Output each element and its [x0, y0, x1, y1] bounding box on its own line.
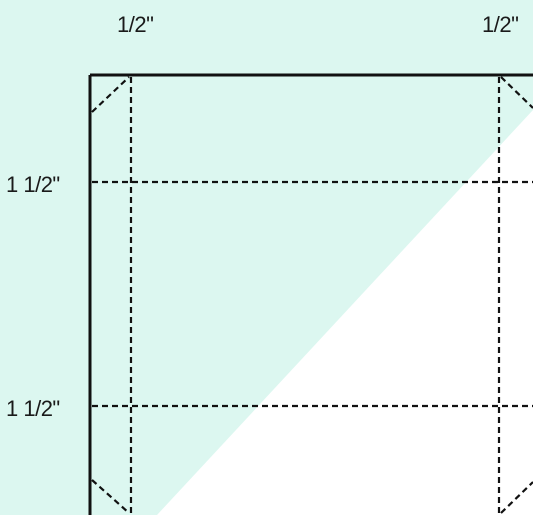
bottom-right-corner-fold	[500, 481, 533, 514]
top-right-dimension-label: 1/2"	[482, 12, 518, 37]
top-left-corner-fold	[91, 76, 130, 113]
lower-side-dimension-label: 1 1/2"	[6, 396, 60, 421]
cut-outline	[88, 73, 533, 515]
upper-side-dimension-label: 1 1/2"	[6, 172, 60, 197]
fold-lines	[91, 76, 533, 515]
top-right-corner-fold	[500, 76, 533, 109]
top-left-dimension-label: 1/2"	[117, 12, 153, 37]
bottom-left-corner-fold	[91, 479, 130, 514]
